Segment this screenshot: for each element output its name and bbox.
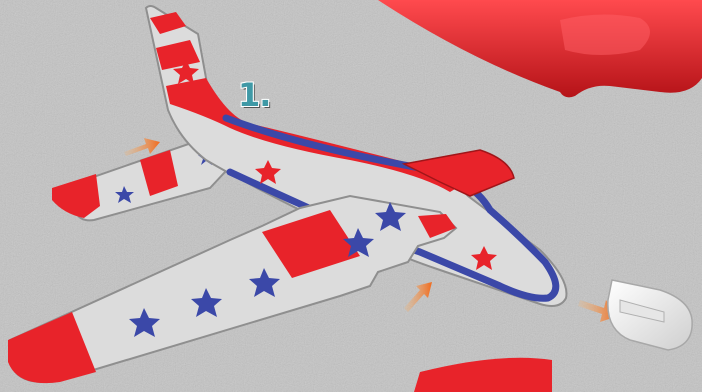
insert-arrow-icon — [404, 282, 432, 312]
star-icon — [115, 186, 134, 203]
main-wing — [8, 194, 458, 384]
star-icon — [191, 288, 222, 317]
star-icon — [249, 268, 280, 297]
nose-clip-icon — [607, 279, 693, 351]
star-icon — [343, 228, 374, 257]
step-number-label: 1. — [238, 76, 271, 114]
star-icon — [255, 160, 281, 184]
tail-stabilizer — [52, 138, 248, 222]
star-icon — [129, 308, 160, 337]
red-tray-part — [378, 0, 702, 98]
star-icon — [375, 202, 406, 231]
insert-arrow-icon — [124, 138, 160, 156]
star-icon — [173, 60, 199, 84]
star-icon — [471, 246, 497, 270]
fuselage — [144, 5, 568, 307]
far-wing-tip — [401, 149, 515, 197]
red-part-bottom — [414, 357, 552, 392]
